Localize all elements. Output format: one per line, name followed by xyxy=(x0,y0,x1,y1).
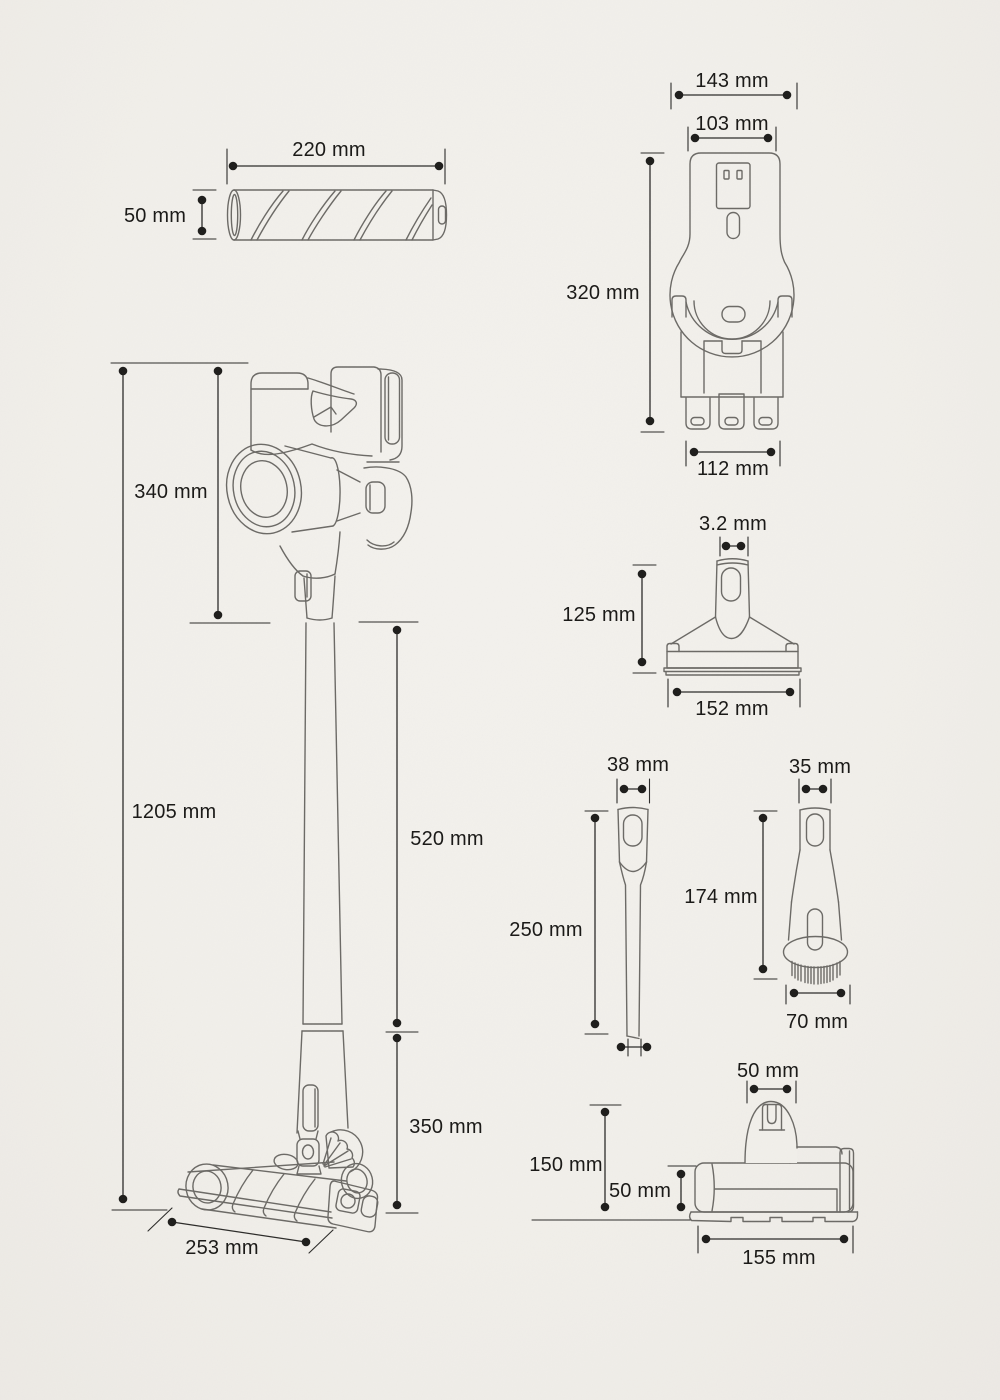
crevice-tool-drawing xyxy=(617,806,649,1040)
dim-label-total-height: 1205 mm xyxy=(131,801,217,823)
dim-label-dock-base-width: 112 mm xyxy=(697,458,769,480)
dusting-brush-drawing xyxy=(782,807,849,985)
dim-label-brush-length: 174 mm xyxy=(684,886,758,908)
dim-label-roller-width: 220 mm xyxy=(292,139,366,161)
charging-dock-drawing xyxy=(669,152,795,430)
dim-label-mini-base-width: 155 mm xyxy=(742,1247,816,1269)
dim-label-nozzle-base-width: 152 mm xyxy=(695,698,769,720)
dim-label-crevice-top-width: 38 mm xyxy=(606,754,670,776)
dim-label-dock-outer-width: 143 mm xyxy=(695,70,769,92)
dim-label-mini-roller-height: 50 mm xyxy=(608,1180,672,1202)
dim-label-brush-top-width: 35 mm xyxy=(788,756,852,778)
dim-label-crevice-length: 250 mm xyxy=(509,919,583,941)
stick-vacuum-drawing xyxy=(177,366,413,1233)
dim-label-wand-length: 520 mm xyxy=(410,828,484,850)
dim-label-brush-head-width: 70 mm xyxy=(785,1011,849,1033)
dim-label-head-width: 253 mm xyxy=(185,1237,259,1259)
dim-label-roller-diameter: 50 mm xyxy=(123,205,187,227)
dim-label-mini-neck-width: 50 mm xyxy=(736,1060,800,1082)
roller-brush-drawing xyxy=(226,189,448,241)
dim-label-nozzle-slot-width: 3.2 mm xyxy=(699,513,767,535)
dim-label-dock-height: 320 mm xyxy=(566,282,640,304)
mini-motorized-brush-drawing xyxy=(688,1100,859,1223)
dim-label-mini-height: 150 mm xyxy=(529,1154,603,1176)
wide-nozzle-drawing xyxy=(663,558,802,676)
dim-label-nozzle-height: 125 mm xyxy=(562,604,636,626)
dim-label-dock-inner-width: 103 mm xyxy=(695,113,769,135)
dim-label-head-height: 350 mm xyxy=(409,1116,483,1138)
dim-label-hand-unit-height: 340 mm xyxy=(134,481,208,503)
